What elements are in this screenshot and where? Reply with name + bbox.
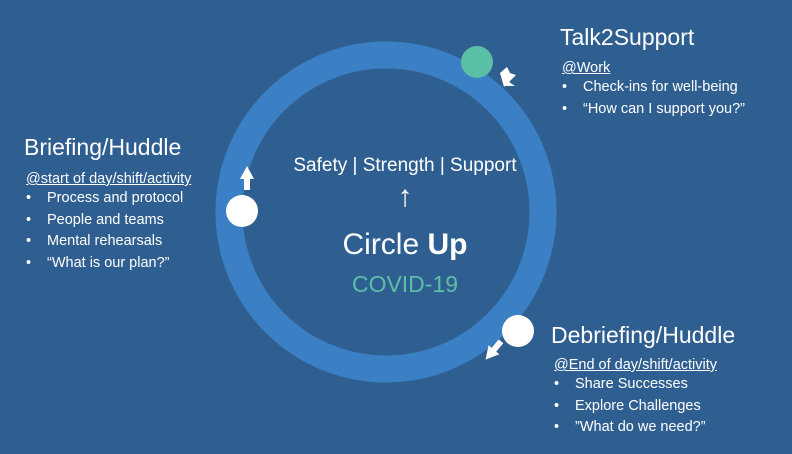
arrow-icon-briefing xyxy=(240,166,254,190)
list-item: Check-ins for well-being xyxy=(562,77,745,99)
list-item: Explore Challenges xyxy=(554,396,706,418)
center-up-arrow-icon: ↑ xyxy=(397,180,413,213)
talk2support-subtitle: @Work xyxy=(562,60,611,76)
arrow-icon-debriefing xyxy=(485,339,504,360)
talk2support-list: Check-ins for well-being “How can I supp… xyxy=(562,77,745,120)
center-subtitle: COVID-19 xyxy=(351,271,459,297)
arrow-icon-talk2support xyxy=(500,67,516,87)
briefing-node xyxy=(226,195,258,227)
center-title-part2: Up xyxy=(427,228,468,261)
list-item: People and teams xyxy=(26,210,183,232)
list-item: “How can I support you?” xyxy=(562,99,745,121)
center-tagline: Safety | Strength | Support xyxy=(293,155,517,176)
debriefing-node xyxy=(502,315,534,347)
center-title: Circle Up xyxy=(290,227,520,263)
list-item: “What is our plan?” xyxy=(26,253,183,275)
list-item: Process and protocol xyxy=(26,188,183,210)
cycle-ring xyxy=(215,41,557,383)
list-item: Share Successes xyxy=(554,374,706,396)
list-item: Mental rehearsals xyxy=(26,231,183,253)
briefing-title: Briefing/Huddle xyxy=(24,134,182,160)
talk2support-node xyxy=(461,46,493,78)
list-item: ”What do we need?” xyxy=(554,417,706,439)
debriefing-subtitle: @End of day/shift/activity xyxy=(554,357,718,373)
center-title-part1: Circle xyxy=(342,228,420,261)
briefing-subtitle: @start of day/shift/activity xyxy=(26,171,192,187)
debriefing-list: Share Successes Explore Challenges ”What… xyxy=(554,374,706,439)
talk2support-title: Talk2Support xyxy=(560,24,695,50)
briefing-list: Process and protocol People and teams Me… xyxy=(26,188,183,274)
debriefing-title: Debriefing/Huddle xyxy=(551,322,736,348)
